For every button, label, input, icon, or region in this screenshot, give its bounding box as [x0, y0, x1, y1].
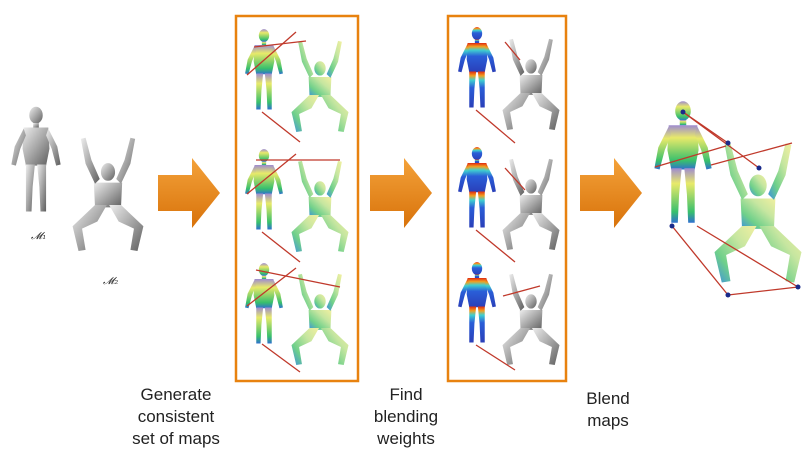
caption-blending-weights: Find blending weights: [361, 384, 451, 450]
arrow-step1: [158, 158, 220, 228]
weight-pair-3: [458, 262, 560, 371]
arrow-step2: [370, 158, 432, 228]
input-model-m1: [11, 106, 61, 212]
model-label-m2: 𝓜₂: [103, 276, 119, 287]
panel-blending-weights: [446, 14, 568, 383]
caption-line: Blend: [586, 389, 630, 408]
panel-consistent-maps: [234, 14, 360, 383]
caption-line: maps: [587, 411, 629, 430]
caption-line: consistent: [137, 407, 215, 426]
arrow-step3: [580, 158, 642, 228]
map-pair-1: [245, 29, 349, 143]
caption-line: weights: [377, 429, 435, 448]
caption-line: Find: [389, 385, 423, 404]
input-model-m2: [72, 137, 144, 252]
map-pair-2: [245, 149, 349, 263]
map-pair-3: [245, 263, 349, 373]
caption-line: blending: [373, 407, 439, 426]
blended-map-result: [654, 101, 802, 298]
caption-line: set of maps: [132, 429, 220, 448]
weight-pair-1: [458, 27, 560, 144]
caption-generate-maps: Generate consistent set of maps: [126, 384, 226, 450]
caption-blend-maps: Blend maps: [568, 388, 648, 432]
weight-pair-2: [458, 147, 560, 263]
model-label-m1: 𝓜₁: [31, 231, 47, 242]
caption-line: Generate: [140, 385, 212, 404]
